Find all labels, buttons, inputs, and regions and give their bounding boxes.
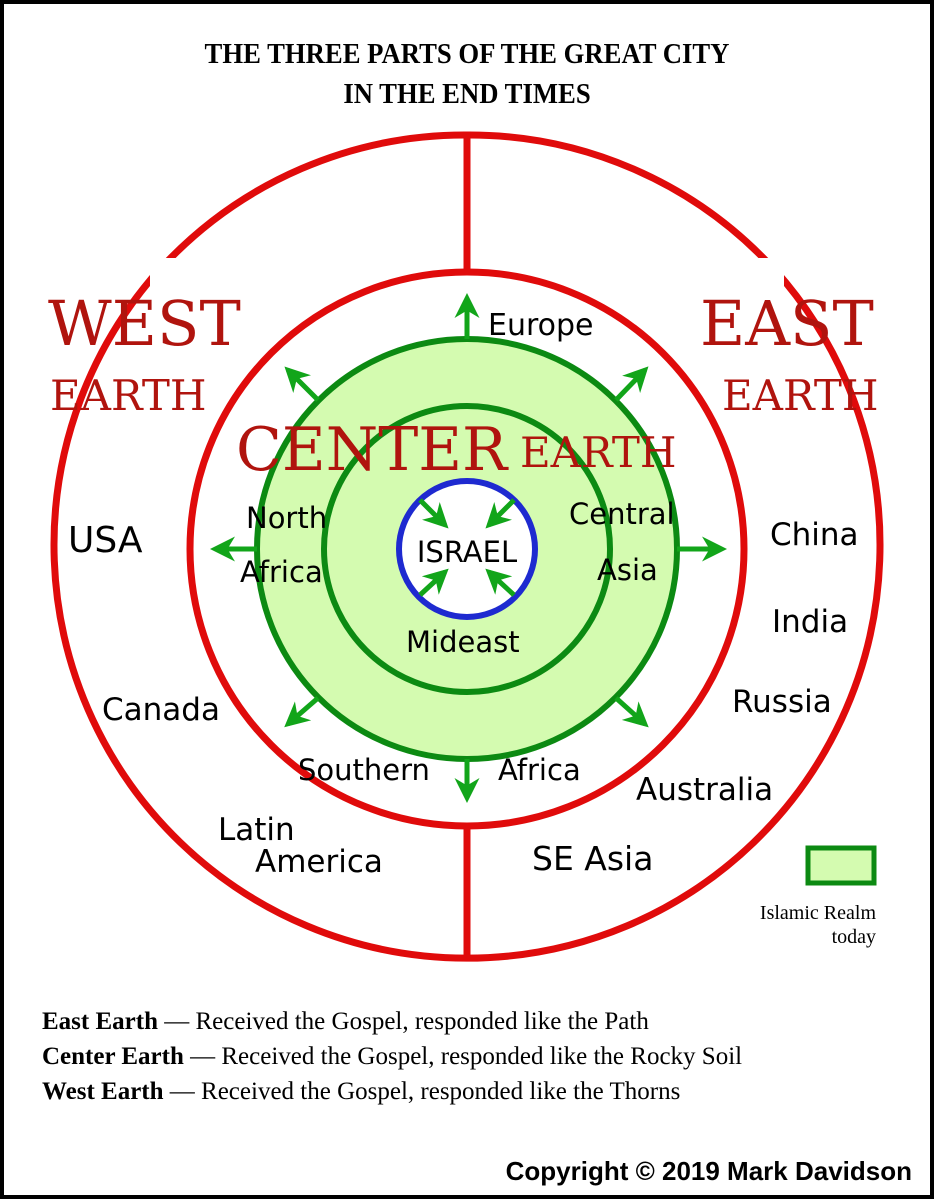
west-label: WEST <box>48 287 241 360</box>
arrow-in-ne <box>485 498 516 529</box>
label-russia: Russia <box>732 684 832 720</box>
note-center-title: Center Earth <box>42 1043 184 1070</box>
label-china: China <box>770 517 859 553</box>
east-earth-label: EARTH <box>722 371 879 420</box>
arrow-se <box>614 696 649 728</box>
note-east-title: East Earth <box>42 1008 158 1035</box>
west-earth-label: EARTH <box>50 371 207 420</box>
arrow-in-nw <box>418 498 449 529</box>
outward-arrows <box>210 293 727 803</box>
legend-line-2: today <box>831 926 876 948</box>
label-america: America <box>255 844 383 880</box>
label-central: Central <box>569 497 675 531</box>
note-east-text: — Received the Gospel, responded like th… <box>157 1008 649 1035</box>
label-central-asia: Asia <box>597 553 658 587</box>
islamic-realm-inner <box>321 403 613 695</box>
center-earth-label: EARTH <box>520 428 677 477</box>
note-west: West Earth — Received the Gospel, respon… <box>42 1074 742 1109</box>
note-center: Center Earth — Received the Gospel, resp… <box>42 1039 742 1074</box>
label-north-africa: Africa <box>240 555 323 589</box>
arrow-sw <box>284 696 320 728</box>
label-southern: Southern <box>298 753 430 787</box>
note-west-text: — Received the Gospel, responded like th… <box>163 1078 681 1105</box>
israel-label: ISRAEL <box>417 535 517 569</box>
label-se-asia: SE Asia <box>532 839 653 878</box>
outer-ring-top-left <box>160 131 468 269</box>
arrow-in-sw <box>418 568 449 597</box>
legend-label: Islamic Realm today <box>704 901 876 949</box>
arrow-nw <box>284 366 320 402</box>
label-latin: Latin <box>218 812 295 848</box>
note-east: East Earth — Received the Gospel, respon… <box>42 1004 742 1039</box>
inward-arrows <box>418 498 516 597</box>
note-center-text: — Received the Gospel, responded like th… <box>183 1043 743 1070</box>
copyright: Copyright © 2019 Mark Davidson <box>505 1156 912 1186</box>
title-line-1: THE THREE PARTS OF THE GREAT CITY <box>204 38 730 70</box>
arrow-ne <box>614 366 649 402</box>
title-line-2: IN THE END TIMES <box>343 78 591 110</box>
city-diagram: WEST EARTH EAST EARTH CENTER EARTH ISRAE… <box>48 131 884 962</box>
east-label: EAST <box>700 287 874 360</box>
label-north: North <box>246 501 327 535</box>
label-india: India <box>772 604 848 640</box>
notes: East Earth — Received the Gospel, respon… <box>42 1004 742 1109</box>
outer-ring-top-right <box>466 131 774 269</box>
diagram-title: THE THREE PARTS OF THE GREAT CITY IN THE… <box>41 34 893 114</box>
center-label: CENTER <box>236 415 509 485</box>
legend-line-1: Islamic Realm <box>759 902 876 924</box>
label-usa: USA <box>68 520 143 561</box>
label-africa: Africa <box>498 753 581 787</box>
label-europe: Europe <box>488 308 594 343</box>
label-mideast: Mideast <box>406 625 520 659</box>
label-canada: Canada <box>102 692 220 728</box>
arrow-in-se <box>485 568 516 597</box>
note-west-title: West Earth <box>42 1078 164 1105</box>
label-australia: Australia <box>636 772 773 808</box>
legend-swatch <box>805 845 877 886</box>
